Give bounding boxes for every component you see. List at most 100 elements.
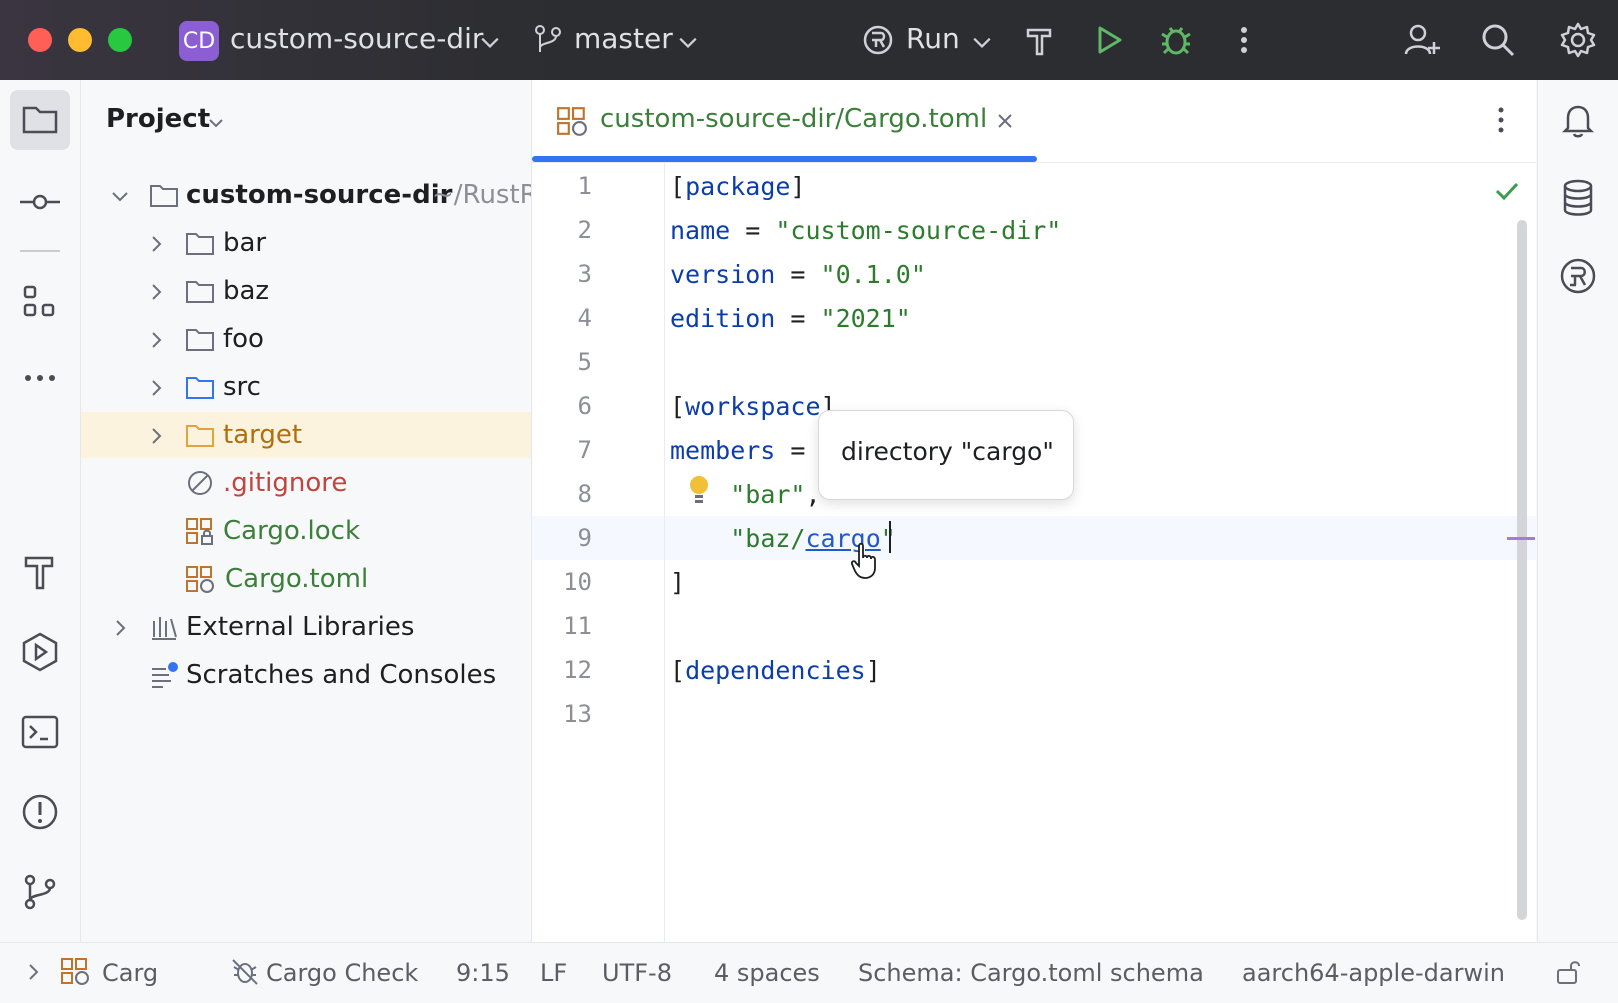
- tree-root-custom-source-dir[interactable]: custom-source-dir ~/RustR: [81, 172, 531, 218]
- code-token: "custom-source-dir": [775, 216, 1062, 245]
- line-number: 8: [577, 480, 592, 508]
- editor-tab-cargo-toml[interactable]: custom-source-dir/Cargo.toml: [532, 80, 1037, 162]
- chevron-right-icon[interactable]: [145, 328, 167, 350]
- rust-cargo-icon[interactable]: [1556, 254, 1600, 298]
- branch-chevron-down-icon[interactable]: [668, 22, 697, 58]
- cargo-check-status[interactable]: Cargo Check: [266, 959, 419, 987]
- settings-gear-icon[interactable]: [1558, 20, 1598, 60]
- tree-item-label: foo: [223, 324, 264, 354]
- inspection-ok-check-icon[interactable]: [1492, 176, 1522, 206]
- project-panel-title[interactable]: Project: [106, 104, 211, 134]
- minimize-window-button[interactable]: [68, 28, 92, 52]
- code-line-3[interactable]: version = "0.1.0": [670, 260, 926, 289]
- run-play-icon[interactable]: [1088, 20, 1128, 60]
- run-config-label[interactable]: Run: [906, 22, 960, 55]
- close-window-button[interactable]: [28, 28, 52, 52]
- chevron-right-icon[interactable]: [22, 961, 44, 983]
- services-run-icon[interactable]: [18, 630, 62, 674]
- tree-item-cargo-lock[interactable]: Cargo.lock: [81, 508, 531, 554]
- excluded-folder-icon: [185, 421, 215, 449]
- tab-options-more-icon[interactable]: [1483, 102, 1519, 138]
- build-hammer-tool-icon[interactable]: [18, 550, 62, 594]
- cargo-lock-file-icon: [185, 517, 215, 545]
- project-folder-icon[interactable]: [18, 98, 62, 142]
- left-tool-window-bar: [0, 80, 81, 942]
- project-panel-chevron-down-icon[interactable]: [205, 112, 227, 134]
- chevron-right-icon[interactable]: [145, 280, 167, 302]
- commit-icon[interactable]: [18, 180, 62, 224]
- code-line-10[interactable]: ]: [670, 568, 686, 597]
- chevron-right-icon[interactable]: [145, 424, 167, 446]
- code-line-2[interactable]: name = "custom-source-dir": [670, 216, 1062, 245]
- caret-position[interactable]: 9:15: [456, 959, 510, 987]
- tree-item-label: target: [223, 420, 303, 450]
- code-line-8[interactable]: "bar",: [730, 480, 821, 509]
- tree-item-baz[interactable]: baz: [81, 268, 531, 314]
- code-token: "0.1.0": [820, 260, 926, 289]
- code-token: name: [670, 216, 731, 245]
- cargo-toml-file-icon: [60, 957, 90, 987]
- line-number: 7: [577, 436, 592, 464]
- chevron-right-icon[interactable]: [109, 616, 131, 638]
- debug-bug-icon[interactable]: [1156, 20, 1196, 60]
- directory-reference-link[interactable]: cargo: [805, 524, 881, 553]
- tree-item-label: bar: [223, 228, 267, 258]
- tree-item-gitignore[interactable]: .gitignore: [81, 460, 531, 506]
- file-encoding[interactable]: UTF-8: [602, 959, 672, 987]
- code-line-6[interactable]: [workspace]: [670, 392, 836, 421]
- editor-scrollbar[interactable]: [1517, 220, 1527, 920]
- database-icon[interactable]: [1556, 176, 1600, 220]
- project-name[interactable]: custom-source-dir: [230, 22, 484, 55]
- tree-item-label: .gitignore: [223, 468, 348, 498]
- readonly-lock-icon[interactable]: [1554, 957, 1584, 987]
- rust-run-config-icon[interactable]: [858, 20, 898, 60]
- rust-target[interactable]: aarch64-apple-darwin: [1242, 959, 1505, 987]
- project-badge[interactable]: CD: [179, 21, 219, 61]
- status-breadcrumb[interactable]: Carg: [102, 959, 159, 987]
- build-hammer-icon[interactable]: [1020, 20, 1060, 60]
- zoom-window-button[interactable]: [108, 28, 132, 52]
- tree-item-target[interactable]: target: [81, 412, 531, 458]
- terminal-icon[interactable]: [18, 710, 62, 754]
- branch-name[interactable]: master: [574, 22, 673, 55]
- close-tab-icon[interactable]: [994, 110, 1016, 132]
- tree-item-cargo-toml[interactable]: Cargo.toml: [81, 556, 531, 602]
- indent-setting[interactable]: 4 spaces: [714, 959, 820, 987]
- line-number: 4: [577, 304, 592, 332]
- tree-item-foo[interactable]: foo: [81, 316, 531, 362]
- chevron-right-icon[interactable]: [145, 376, 167, 398]
- code-line-7[interactable]: members = [: [670, 436, 836, 465]
- search-icon[interactable]: [1478, 20, 1518, 60]
- project-tool-active-bg: [10, 90, 70, 150]
- notifications-bell-icon[interactable]: [1556, 98, 1600, 142]
- add-user-icon[interactable]: [1402, 20, 1442, 60]
- tree-scratches-and-consoles[interactable]: Scratches and Consoles: [81, 652, 531, 698]
- code-token: edition: [670, 304, 776, 333]
- code-token: dependencies: [685, 656, 866, 685]
- source-folder-icon: [185, 373, 215, 401]
- more-vertical-icon[interactable]: [1224, 20, 1264, 60]
- cargo-check-disabled-icon[interactable]: [230, 957, 260, 987]
- status-bar: Carg Cargo Check 9:15 LF UTF-8 4 spaces …: [0, 942, 1618, 1003]
- tree-item-src[interactable]: src: [81, 364, 531, 410]
- tree-item-label: Cargo.toml: [225, 564, 369, 594]
- intention-bulb-icon[interactable]: [684, 472, 714, 508]
- code-line-4[interactable]: edition = "2021": [670, 304, 911, 333]
- structure-icon[interactable]: [18, 280, 62, 324]
- git-icon[interactable]: [18, 870, 62, 914]
- chevron-down-icon[interactable]: [109, 184, 131, 206]
- chevron-right-icon[interactable]: [145, 232, 167, 254]
- run-config-chevron-down-icon[interactable]: [962, 22, 991, 58]
- project-chevron-down-icon[interactable]: [470, 22, 499, 58]
- code-line-9[interactable]: "baz/cargo": [670, 517, 896, 561]
- problems-icon[interactable]: [18, 790, 62, 834]
- tree-external-libraries[interactable]: External Libraries: [81, 604, 531, 650]
- current-line-highlight: [532, 516, 1536, 560]
- branch-icon[interactable]: [528, 20, 568, 60]
- more-tools-icon[interactable]: [18, 356, 62, 400]
- code-line-12[interactable]: [dependencies]: [670, 656, 881, 685]
- line-separator[interactable]: LF: [540, 959, 568, 987]
- code-line-1[interactable]: [package]: [670, 172, 806, 201]
- json-schema[interactable]: Schema: Cargo.toml schema: [858, 959, 1204, 987]
- tree-item-bar[interactable]: bar: [81, 220, 531, 266]
